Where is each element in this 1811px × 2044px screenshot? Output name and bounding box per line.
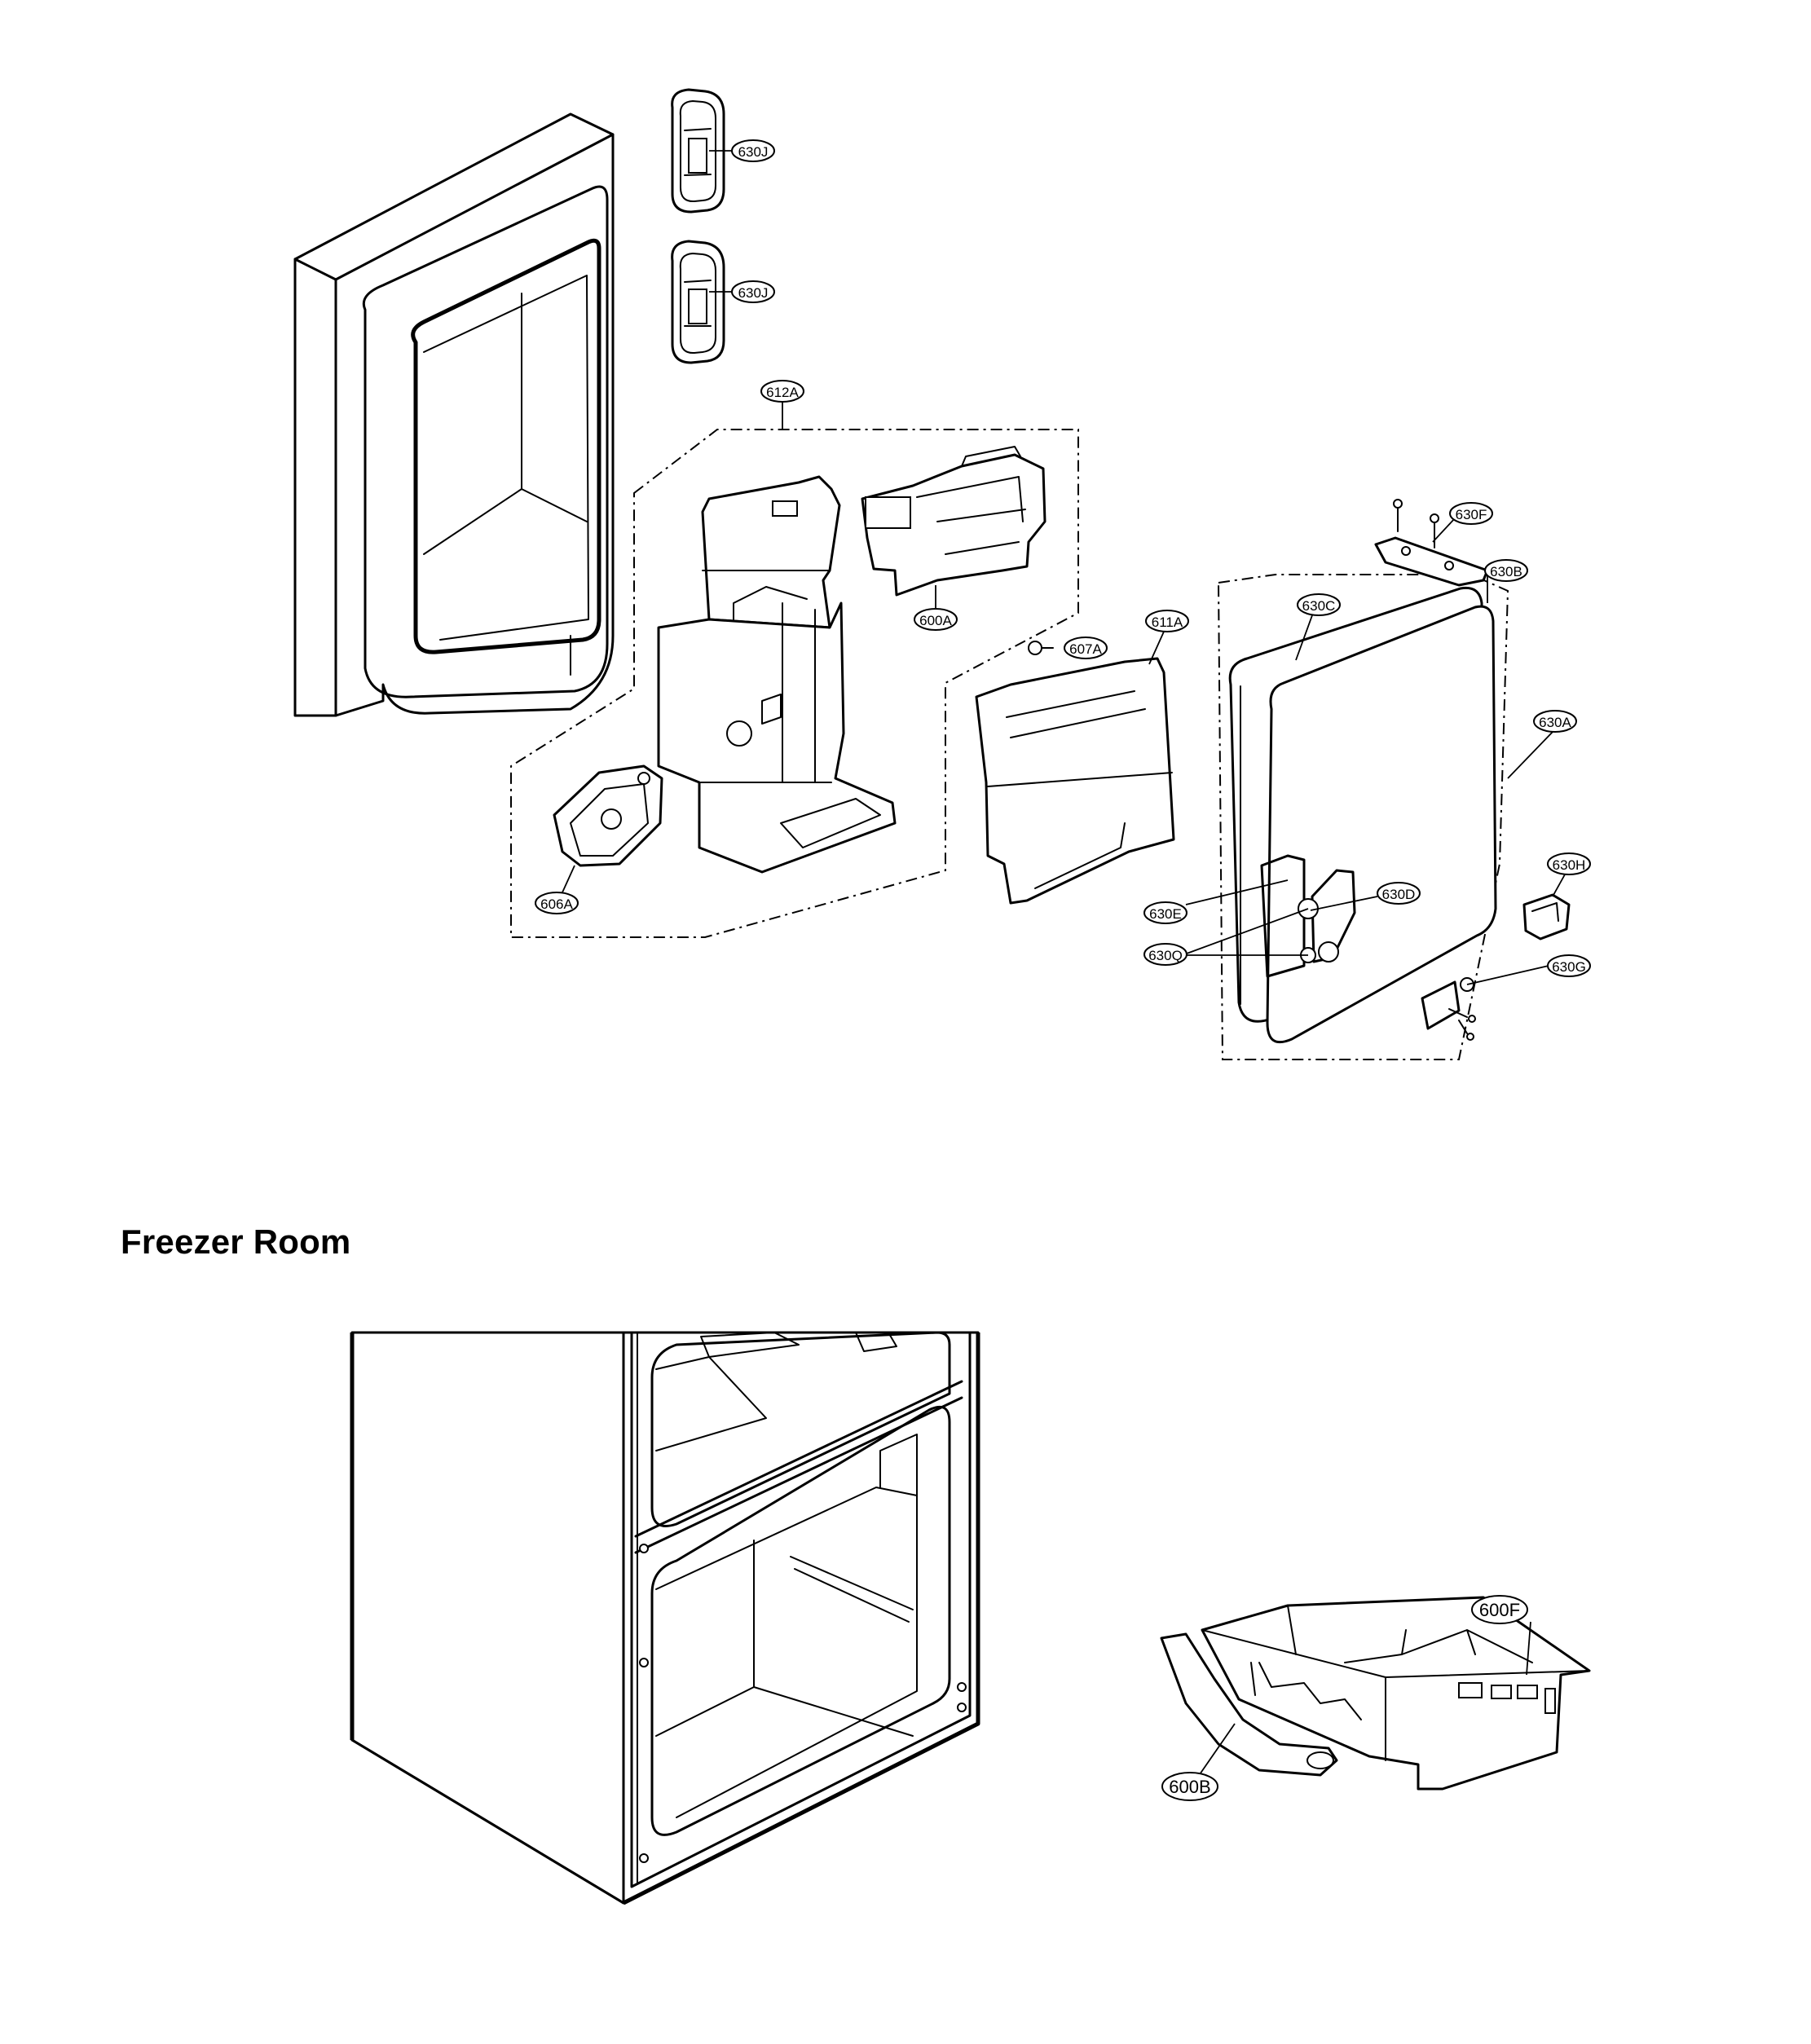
callout-607a: 607A: [1069, 641, 1102, 657]
assembly-boundary-630a: [1217, 574, 1509, 1060]
gasket-630j-bottom: [671, 240, 725, 364]
freezer-cabinet: [350, 1331, 980, 1905]
hinge-630f: [1374, 499, 1489, 587]
callout-600a: 600A: [919, 613, 952, 628]
callout-630h: 630H: [1553, 857, 1586, 873]
callout-630f: 630F: [1456, 507, 1487, 522]
callout-630e: 630E: [1149, 906, 1182, 922]
callout-630j-top: 630J: [738, 144, 769, 160]
door-panel: [293, 112, 615, 717]
gasket-630j-top: [671, 88, 725, 214]
dispenser-housing: [657, 475, 897, 874]
section-title-freezer-room: Freezer Room: [121, 1222, 351, 1261]
assembly-boundary-612a: [510, 429, 1079, 938]
callout-600b: 600B: [1169, 1777, 1210, 1797]
callout-611a: 611A: [1152, 615, 1183, 630]
stopper-630h: [1522, 893, 1571, 941]
icemaker-600a: [861, 446, 1047, 597]
callout-630g: 630G: [1552, 959, 1586, 975]
callout-630j-bottom: 630J: [738, 285, 769, 301]
callout-630b: 630B: [1490, 564, 1522, 579]
callout-606a: 606A: [540, 896, 573, 912]
bracket-606a: [553, 764, 663, 867]
callout-630c: 630C: [1302, 598, 1336, 614]
handle-600b: [1160, 1632, 1338, 1777]
screw-607a: [1028, 641, 1054, 655]
cover-611a: [975, 657, 1175, 905]
callout-630q: 630Q: [1148, 948, 1183, 963]
callout-630d: 630D: [1382, 887, 1416, 902]
callout-612a: 612A: [766, 385, 799, 400]
callout-600f: 600F: [1479, 1600, 1520, 1620]
callout-630a: 630A: [1539, 715, 1571, 730]
callouts: 630J 630J 612A 600A 607A 611A 606A 630F …: [535, 139, 1591, 985]
bracket-630g: [1421, 977, 1476, 1041]
door-630a: [1228, 586, 1497, 1044]
callouts-freezer: 600F 600B: [1161, 1595, 1531, 1801]
icemaker-600f: [1201, 1596, 1591, 1791]
